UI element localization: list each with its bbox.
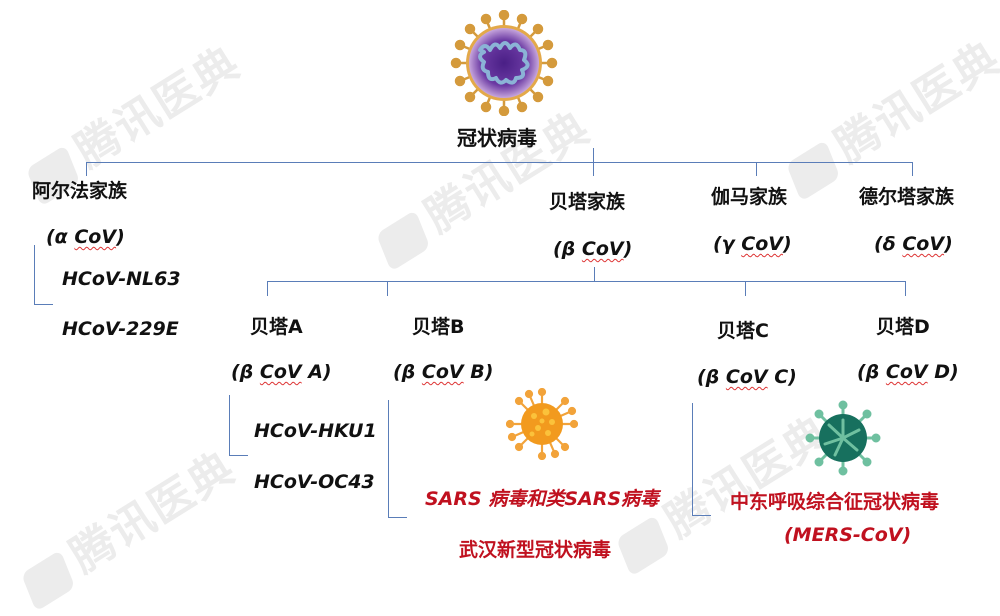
abbr-suffix: ) bbox=[116, 226, 125, 248]
connector-line bbox=[86, 162, 87, 176]
abbr-prefix: (β bbox=[697, 366, 726, 388]
abbr-suffix: C) bbox=[767, 366, 797, 388]
subgroup-beta-d-abbr: (β CoV D) bbox=[857, 361, 959, 383]
family-delta-name: 德尔塔家族 bbox=[859, 186, 955, 208]
abbr-prefix: (β bbox=[231, 361, 260, 383]
family-beta-abbr: (β CoV) bbox=[553, 238, 632, 260]
bracket-line bbox=[388, 400, 389, 518]
abbr-suffix: ) bbox=[782, 233, 792, 255]
connector-line bbox=[593, 162, 594, 176]
bracket-line bbox=[229, 395, 230, 455]
bracket-line bbox=[692, 403, 693, 516]
connector-line bbox=[905, 281, 906, 296]
family-beta-name: 贝塔家族 bbox=[549, 191, 626, 213]
abbr-cov: CoV bbox=[902, 233, 945, 255]
bracket-line bbox=[692, 515, 711, 516]
watermark-text: 腾讯医典 bbox=[826, 32, 1000, 173]
family-gamma-name: 伽马家族 bbox=[711, 186, 788, 208]
subgroup-beta-a-abbr: (β CoV A) bbox=[231, 361, 332, 383]
abbr-cov: CoV bbox=[421, 361, 464, 383]
bracket-line bbox=[34, 245, 35, 305]
abbr-suffix: ) bbox=[944, 233, 953, 255]
connector-line bbox=[593, 148, 594, 162]
bracket-line bbox=[388, 517, 407, 518]
subgroup-beta-c-abbr: (β CoV C) bbox=[697, 366, 797, 388]
member-hcov-hku1: HCoV-HKU1 bbox=[254, 420, 377, 442]
subgroup-beta-c-name: 贝塔C bbox=[717, 320, 769, 342]
watermark-logo-icon bbox=[21, 549, 76, 612]
abbr-cov: CoV bbox=[581, 238, 624, 260]
abbr-suffix: D) bbox=[927, 361, 959, 383]
family-delta-abbr: (δ CoV) bbox=[874, 233, 953, 255]
connector-line bbox=[594, 267, 595, 281]
connector-line bbox=[86, 162, 913, 163]
family-gamma-abbr: (γ CoV) bbox=[713, 233, 792, 255]
member-hcov-oc43: HCoV-OC43 bbox=[254, 471, 375, 493]
abbr-cov: CoV bbox=[74, 226, 117, 248]
abbr-cov: CoV bbox=[741, 233, 783, 255]
member-hcov-229e: HCoV-229E bbox=[62, 318, 179, 340]
root-label: 冠状病毒 bbox=[457, 126, 537, 150]
watermark-logo-icon bbox=[786, 139, 841, 202]
watermark-logo-icon bbox=[616, 514, 671, 577]
abbr-cov: CoV bbox=[259, 361, 302, 383]
subgroup-beta-b-abbr: (β CoV B) bbox=[393, 361, 493, 383]
orange-virus-icon bbox=[505, 387, 579, 461]
subgroup-beta-b-name: 贝塔B bbox=[412, 316, 465, 338]
coronavirus-icon bbox=[450, 9, 558, 117]
connector-line bbox=[912, 162, 913, 176]
connector-line bbox=[267, 281, 268, 296]
connector-line bbox=[745, 281, 746, 296]
member-mers-abbr: (MERS-CoV) bbox=[784, 524, 912, 546]
abbr-suffix: A) bbox=[301, 361, 332, 383]
watermark-text: 腾讯医典 bbox=[61, 442, 245, 583]
connector-line bbox=[756, 162, 757, 176]
member-wuhan-novel-coronavirus: 武汉新型冠状病毒 bbox=[459, 539, 612, 561]
member-sars: SARS 病毒和类SARS病毒 bbox=[425, 488, 660, 510]
watermark: 腾讯医典 bbox=[8, 433, 245, 614]
watermark-logo-icon bbox=[376, 209, 431, 272]
connector-line bbox=[387, 281, 388, 296]
abbr-suffix: ) bbox=[623, 238, 633, 260]
bracket-line bbox=[34, 304, 53, 305]
member-hcov-nl63: HCoV-NL63 bbox=[62, 268, 181, 290]
abbr-suffix: B) bbox=[463, 361, 494, 383]
family-alpha-name: 阿尔法家族 bbox=[32, 180, 128, 202]
abbr-cov: CoV bbox=[725, 366, 768, 388]
abbr-cov: CoV bbox=[885, 361, 928, 383]
bracket-line bbox=[229, 455, 248, 456]
subgroup-beta-d-name: 贝塔D bbox=[876, 316, 930, 338]
abbr-prefix: (γ bbox=[713, 233, 742, 255]
watermark-text: 腾讯医典 bbox=[66, 37, 250, 178]
abbr-prefix: (β bbox=[393, 361, 422, 383]
abbr-prefix: (δ bbox=[874, 233, 903, 255]
green-virus-icon bbox=[805, 400, 881, 476]
connector-line bbox=[267, 281, 906, 282]
family-alpha-abbr: (α CoV) bbox=[46, 226, 125, 248]
abbr-prefix: (α bbox=[46, 226, 75, 248]
member-mers-name: 中东呼吸综合征冠状病毒 bbox=[730, 491, 940, 513]
watermark: 腾讯医典 bbox=[773, 23, 1000, 204]
abbr-prefix: (β bbox=[857, 361, 886, 383]
subgroup-beta-a-name: 贝塔A bbox=[250, 316, 303, 338]
abbr-prefix: (β bbox=[553, 238, 582, 260]
